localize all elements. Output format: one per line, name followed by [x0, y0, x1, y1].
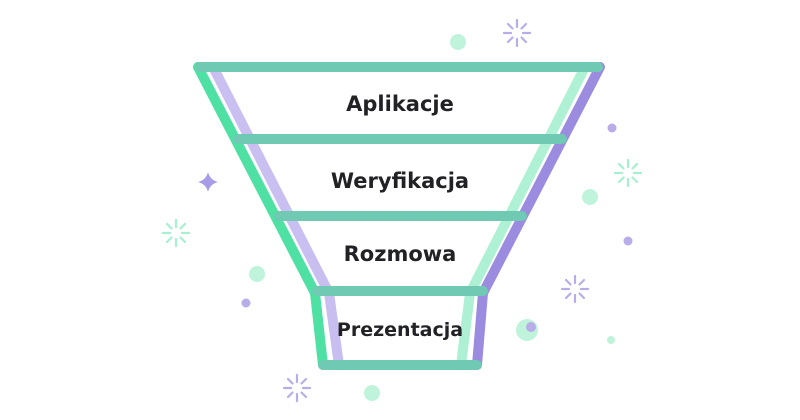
funnel-labels: Aplikacje Weryfikacja Rozmowa Prezentacj…: [331, 92, 469, 341]
dot-icon: [241, 298, 251, 308]
dot-icon: [607, 123, 617, 133]
sparkle-icon: [198, 172, 218, 192]
stage-label-interview: Rozmowa: [344, 242, 457, 266]
dot-icon: [249, 266, 265, 282]
decorations: [161, 18, 643, 403]
stage-label-presentation: Prezentacja: [337, 319, 463, 341]
dot-icon: [450, 34, 466, 50]
starburst-icon: [502, 18, 532, 48]
starburst-icon: [161, 218, 191, 248]
dot-icon: [526, 322, 536, 332]
funnel-outline-main: [193, 62, 605, 370]
stage-label-verification: Weryfikacja: [331, 169, 469, 193]
stage-label-applications: Aplikacje: [346, 92, 454, 116]
dot-icon: [364, 385, 380, 401]
dot-icon: [623, 236, 633, 246]
starburst-icon: [282, 373, 312, 403]
dot-icon: [607, 336, 615, 344]
funnel-dividers: [195, 62, 603, 370]
funnel-outline: [193, 62, 605, 370]
starburst-icon: [560, 274, 590, 304]
dot-icon: [582, 189, 598, 205]
starburst-icon: [613, 158, 643, 188]
funnel-outline-light: [208, 62, 590, 370]
